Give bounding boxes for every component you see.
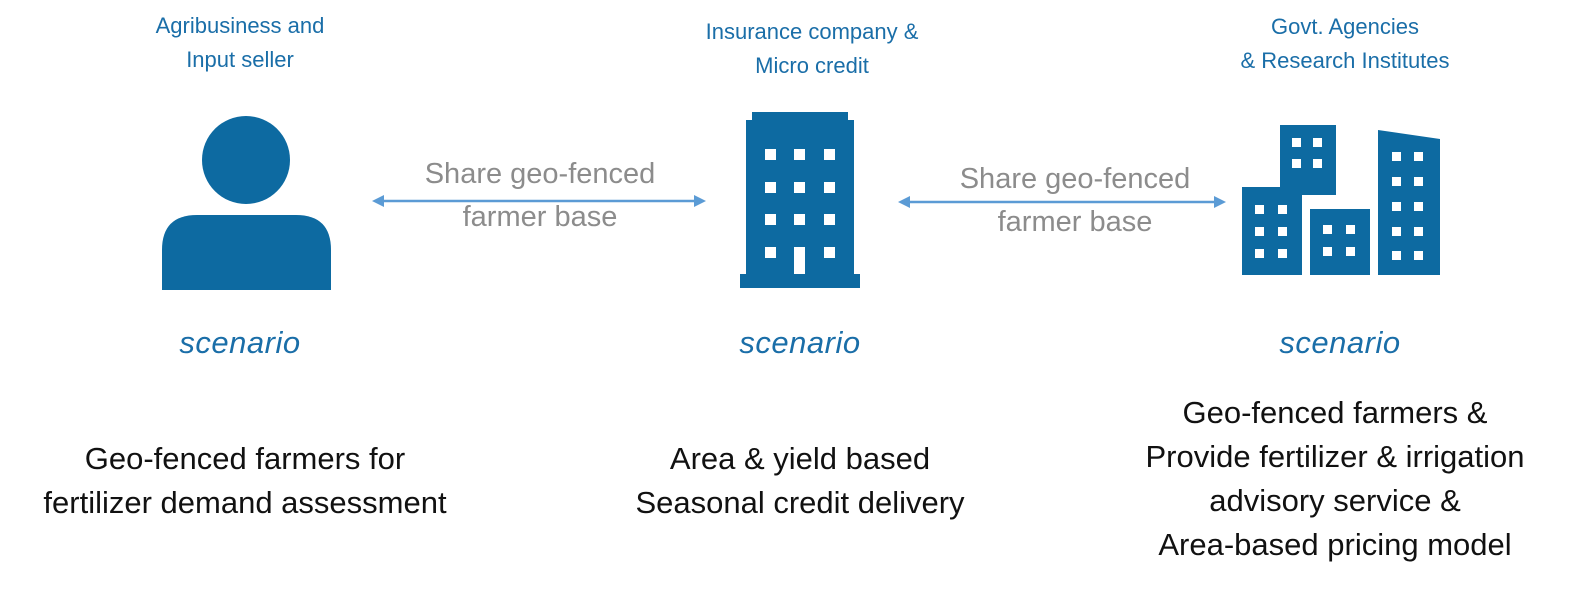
link-label-line: Share geo-fenced	[959, 163, 1191, 195]
person-body	[162, 215, 331, 290]
actor-title-line: Agribusiness and	[155, 13, 325, 38]
actor-title-govt: Govt. Agencies & Research Institutes	[1195, 10, 1495, 78]
description-line: Seasonal credit delivery	[635, 485, 965, 520]
description-line: Provide fertilizer & irrigation	[1145, 439, 1525, 474]
person-icon	[162, 116, 331, 290]
arrowhead-right	[1214, 196, 1226, 208]
arrowhead-right	[694, 195, 706, 207]
description-line: Area & yield based	[669, 441, 931, 476]
actor-title-line: Input seller	[186, 47, 294, 72]
actor-title-insurance: Insurance company & Micro credit	[662, 15, 962, 83]
link-label-line: farmer base	[997, 206, 1153, 238]
actor-title-line: & Research Institutes	[1240, 48, 1450, 73]
description-line: Area-based pricing model	[1158, 527, 1512, 562]
actor-title-line: Govt. Agencies	[1271, 14, 1419, 39]
description-line: Geo-fenced farmers for	[84, 441, 406, 476]
arrowhead-left	[372, 195, 384, 207]
office-building-icon	[740, 112, 860, 288]
link-label-1: Share geo-fenced farmer base	[380, 153, 700, 239]
scenario-label-agribusiness: scenario	[179, 325, 301, 360]
description-agribusiness: Geo-fenced farmers for fertilizer demand…	[10, 437, 480, 525]
city-buildings-icon	[1242, 125, 1440, 275]
actor-title-agribusiness: Agribusiness and Input seller	[140, 9, 340, 77]
description-line: fertilizer demand assessment	[43, 485, 447, 520]
scenario-label-govt: scenario	[1279, 325, 1401, 360]
scenario-label-insurance: scenario	[739, 325, 861, 360]
actor-title-line: Micro credit	[755, 53, 869, 78]
actor-title-line: Insurance company &	[705, 19, 919, 44]
person-head	[202, 116, 290, 204]
bidirectional-arrow-2	[898, 196, 1226, 208]
link-label-line: farmer base	[462, 201, 618, 233]
bidirectional-arrow-1	[372, 195, 706, 207]
description-line: advisory service &	[1209, 483, 1461, 518]
link-label-2: Share geo-fenced farmer base	[915, 158, 1235, 244]
description-govt: Geo-fenced farmers & Provide fertilizer …	[1090, 391, 1580, 567]
arrowhead-left	[898, 196, 910, 208]
link-label-line: Share geo-fenced	[424, 158, 656, 190]
description-line: Geo-fenced farmers &	[1182, 395, 1488, 430]
description-insurance: Area & yield based Seasonal credit deliv…	[560, 437, 1040, 525]
